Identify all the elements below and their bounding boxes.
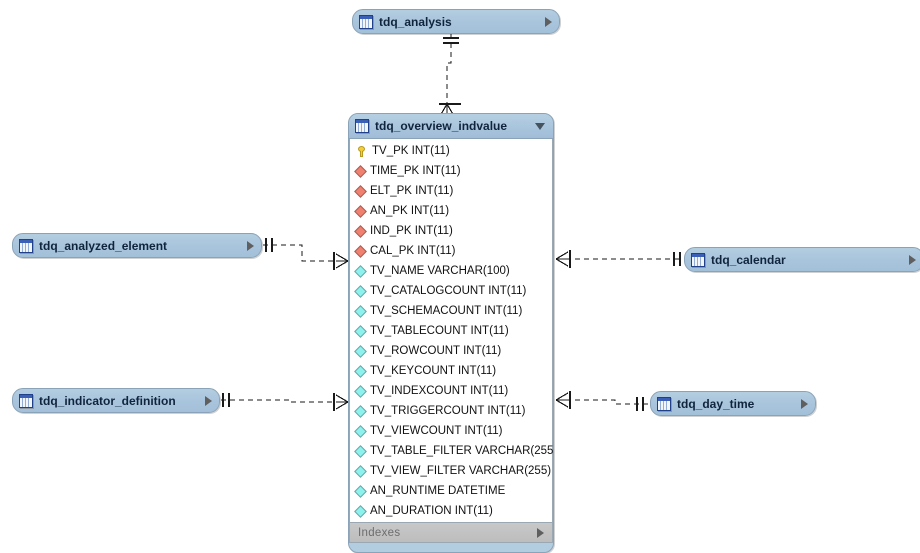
key-column-diamond-icon: [354, 224, 367, 238]
column-diamond-icon: [354, 444, 367, 458]
column-label: TIME_PK INT(11): [370, 165, 461, 177]
table-icon: [355, 119, 369, 133]
chevron-right-icon[interactable]: [545, 16, 552, 27]
column-label: TV_CATALOGCOUNT INT(11): [370, 285, 527, 297]
column-label: TV_KEYCOUNT INT(11): [370, 365, 497, 377]
relationship-analysis-to-main: [439, 34, 461, 117]
column-row[interactable]: TIME_PK INT(11): [350, 161, 552, 181]
column-row[interactable]: ELT_PK INT(11): [350, 181, 552, 201]
indexes-section-bar[interactable]: Indexes: [349, 522, 553, 543]
column-diamond-icon: [354, 304, 367, 318]
table-name-label: tdq_analyzed_element: [39, 238, 168, 253]
column-label: CAL_PK INT(11): [370, 245, 456, 257]
table-node-tdq-indicator-definition[interactable]: tdq_indicator_definition: [12, 388, 220, 413]
column-label: TV_TABLE_FILTER VARCHAR(255): [370, 445, 554, 457]
column-row[interactable]: AN_RUNTIME DATETIME: [350, 481, 552, 501]
column-label: TV_ROWCOUNT INT(11): [370, 345, 502, 357]
column-row[interactable]: CAL_PK INT(11): [350, 241, 552, 261]
column-row[interactable]: TV_SCHEMACOUNT INT(11): [350, 301, 552, 321]
column-row[interactable]: TV_VIEW_FILTER VARCHAR(255): [350, 461, 552, 481]
chevron-right-icon[interactable]: [801, 398, 808, 409]
column-row[interactable]: TV_ROWCOUNT INT(11): [350, 341, 552, 361]
column-diamond-icon: [354, 264, 367, 278]
column-row[interactable]: AN_DURATION INT(11): [350, 501, 552, 521]
relationship-analyzed-element-to-main: [263, 238, 349, 270]
table-icon: [359, 14, 373, 29]
chevron-right-icon[interactable]: [909, 254, 916, 265]
column-label: TV_TRIGGERCOUNT INT(11): [370, 405, 526, 417]
table-node-tdq-analyzed-element[interactable]: tdq_analyzed_element: [12, 233, 262, 258]
column-label: AN_PK INT(11): [370, 205, 450, 217]
table-name-label: tdq_indicator_definition: [39, 393, 176, 408]
column-row[interactable]: TV_TRIGGERCOUNT INT(11): [350, 401, 552, 421]
column-diamond-icon: [354, 384, 367, 398]
indexes-label: Indexes: [358, 526, 401, 539]
column-row[interactable]: TV_PK INT(11): [350, 141, 552, 161]
column-row[interactable]: TV_KEYCOUNT INT(11): [350, 361, 552, 381]
column-label: TV_SCHEMACOUNT INT(11): [370, 305, 523, 317]
column-list: TV_PK INT(11) TIME_PK INT(11) ELT_PK INT(1…: [349, 139, 553, 522]
chevron-right-icon[interactable]: [205, 395, 212, 406]
table-icon: [19, 238, 33, 253]
table-node-tdq-day-time[interactable]: tdq_day_time: [650, 391, 816, 416]
key-column-diamond-icon: [354, 244, 367, 258]
column-diamond-icon: [354, 484, 367, 498]
table-node-tdq-calendar[interactable]: tdq_calendar: [684, 247, 920, 272]
column-row[interactable]: AN_PK INT(11): [350, 201, 552, 221]
column-label: IND_PK INT(11): [370, 225, 453, 237]
column-label: TV_NAME VARCHAR(100): [370, 265, 510, 277]
key-column-diamond-icon: [354, 184, 367, 198]
chevron-right-icon[interactable]: [537, 527, 544, 538]
table-header[interactable]: tdq_overview_indvalue: [349, 114, 553, 139]
column-row[interactable]: TV_CATALOGCOUNT INT(11): [350, 281, 552, 301]
key-column-diamond-icon: [354, 204, 367, 218]
primary-key-icon: [356, 145, 367, 157]
table-icon: [19, 393, 33, 408]
table-name-label: tdq_overview_indvalue: [375, 119, 508, 133]
column-diamond-icon: [354, 284, 367, 298]
column-diamond-icon: [354, 404, 367, 418]
relationship-indicator-definition-to-main: [221, 393, 349, 411]
table-name-label: tdq_day_time: [677, 396, 755, 411]
column-row[interactable]: TV_NAME VARCHAR(100): [350, 261, 552, 281]
relationship-main-to-calendar: [555, 250, 683, 268]
table-icon: [657, 396, 671, 411]
chevron-right-icon[interactable]: [247, 240, 254, 251]
column-diamond-icon: [354, 464, 367, 478]
table-name-label: tdq_analysis: [379, 14, 452, 29]
column-label: TV_VIEWCOUNT INT(11): [370, 425, 503, 437]
column-row[interactable]: TV_TABLE_FILTER VARCHAR(255): [350, 441, 554, 461]
table-node-tdq-analysis[interactable]: tdq_analysis: [352, 9, 560, 34]
table-icon: [691, 252, 705, 267]
column-row[interactable]: TV_INDEXCOUNT INT(11): [350, 381, 552, 401]
column-label: TV_VIEW_FILTER VARCHAR(255): [370, 465, 552, 477]
relationship-main-to-day-time: [555, 391, 649, 411]
column-label: TV_INDEXCOUNT INT(11): [370, 385, 509, 397]
table-node-tdq-overview-indvalue[interactable]: tdq_overview_indvalue TV_PK INT(11) TIME_…: [348, 113, 554, 553]
table-name-label: tdq_calendar: [711, 252, 786, 267]
column-label: ELT_PK INT(11): [370, 185, 454, 197]
column-diamond-icon: [354, 344, 367, 358]
column-label: AN_RUNTIME DATETIME: [370, 485, 506, 497]
column-diamond-icon: [354, 424, 367, 438]
key-column-diamond-icon: [354, 164, 367, 178]
column-diamond-icon: [354, 324, 367, 338]
column-diamond-icon: [354, 364, 367, 378]
column-row[interactable]: TV_TABLECOUNT INT(11): [350, 321, 552, 341]
column-label: TV_TABLECOUNT INT(11): [370, 325, 509, 337]
column-row[interactable]: TV_VIEWCOUNT INT(11): [350, 421, 552, 441]
column-label: AN_DURATION INT(11): [370, 505, 493, 517]
column-diamond-icon: [354, 504, 367, 518]
column-row[interactable]: IND_PK INT(11): [350, 221, 552, 241]
chevron-down-icon[interactable]: [535, 122, 545, 130]
column-label: TV_PK INT(11): [372, 145, 450, 157]
